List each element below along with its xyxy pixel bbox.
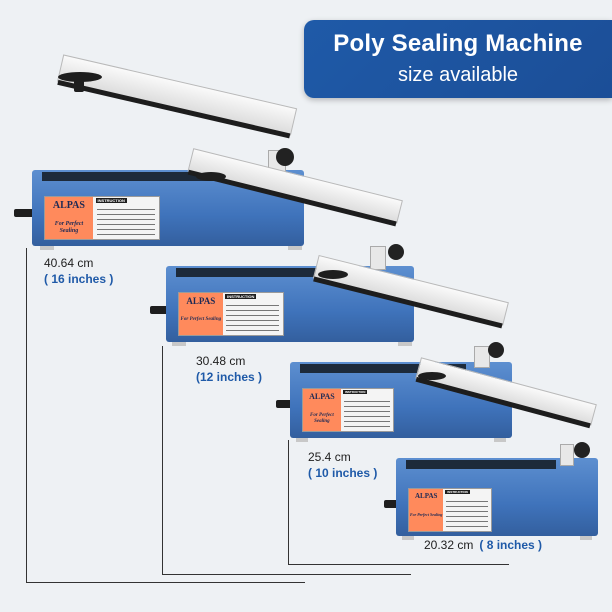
pivot-screw — [388, 244, 404, 260]
instruction-heading: INSTRUCTION — [225, 294, 257, 300]
instruction-line — [226, 329, 280, 331]
instruction-line — [226, 304, 280, 306]
sealing-slot — [406, 460, 556, 469]
instruction-line — [226, 314, 280, 316]
handle-knob — [58, 72, 102, 82]
machine-foot — [296, 438, 308, 442]
machine-foot — [288, 246, 302, 250]
instruction-line — [96, 208, 156, 210]
size-label-16: 40.64 cm ( 16 inches ) — [44, 256, 113, 286]
banner-title: Poly Sealing Machine — [333, 30, 583, 57]
dimension-line-12 — [162, 346, 411, 575]
sealing-slot — [176, 268, 362, 277]
brand-label-panel: ALPAS For Perfect Sealing INSTRUCTION — [302, 388, 394, 432]
brand-label-panel: ALPAS For Perfect Sealing INSTRUCTION — [178, 292, 284, 336]
pivot-screw — [276, 148, 294, 166]
side-lever — [276, 400, 292, 408]
instruction-line — [446, 510, 489, 512]
sealing-slot — [42, 172, 248, 181]
brand-label-panel: ALPAS For Perfect Sealing INSTRUCTION — [44, 196, 160, 240]
instruction-line — [446, 500, 489, 502]
machine-foot — [494, 438, 506, 442]
brand-tagline: For Perfect Sealing — [180, 317, 222, 323]
brand-tagline: For Perfect Sealing — [54, 221, 84, 234]
size-inches: (12 inches ) — [196, 370, 263, 384]
instruction-line — [226, 324, 280, 326]
instruction-section: INSTRUCTION — [340, 389, 393, 431]
instruction-line — [96, 228, 156, 230]
instruction-line — [96, 213, 156, 215]
size-inches: ( 16 inches ) — [44, 272, 114, 286]
instruction-section: INSTRUCTION — [443, 489, 491, 531]
sealing-arm — [57, 54, 298, 139]
instruction-line — [343, 405, 390, 407]
side-lever — [150, 306, 168, 314]
size-inches: ( 10 inches ) — [308, 466, 378, 480]
instruction-line — [446, 520, 489, 522]
side-lever — [384, 500, 398, 508]
instruction-line — [343, 425, 390, 427]
machine-foot — [402, 536, 414, 540]
size-cm: 25.4 cm — [308, 450, 351, 464]
arm-hinge — [370, 246, 386, 270]
size-label-10: 25.4 cm ( 10 inches ) — [308, 450, 377, 480]
brand-label-panel: ALPAS For Perfect Sealing INSTRUCTION — [408, 488, 492, 532]
dimension-line-16 — [26, 248, 305, 583]
size-cm: 40.64 cm — [44, 256, 94, 270]
instruction-line — [343, 415, 390, 417]
brand-section: ALPAS For Perfect Sealing — [179, 293, 223, 335]
handle-knob — [418, 372, 446, 380]
brand-section: ALPAS For Perfect Sealing — [409, 489, 444, 531]
pivot-screw — [488, 342, 504, 358]
heating-strip — [57, 79, 291, 139]
handle-knob-stem — [74, 78, 84, 92]
machine-foot — [580, 536, 592, 540]
brand-tagline: For Perfect Sealing — [310, 413, 334, 424]
arm-hinge — [560, 444, 574, 466]
brand-name: ALPAS — [52, 200, 85, 212]
instruction-heading: INSTRUCTION — [445, 490, 470, 495]
size-cm: 30.48 cm — [196, 354, 246, 368]
brand-name: ALPAS — [186, 296, 216, 307]
side-lever — [14, 209, 34, 217]
pivot-screw — [574, 442, 590, 458]
size-label-8: 20.32 cm ( 8 inches ) — [424, 538, 542, 552]
instruction-line — [446, 505, 489, 507]
instruction-line — [96, 233, 156, 235]
brand-section: ALPAS For Perfect Sealing — [45, 197, 93, 239]
dimension-line-10 — [288, 440, 509, 565]
title-banner: Poly Sealing Machine size available — [304, 20, 612, 98]
size-label-12: 30.48 cm (12 inches ) — [196, 354, 262, 384]
instruction-line — [343, 410, 390, 412]
instruction-line — [446, 525, 489, 527]
instruction-line — [96, 223, 156, 225]
instruction-line — [343, 420, 390, 422]
machine-foot — [172, 342, 186, 346]
sealing-slot — [300, 364, 466, 373]
arm-hinge — [474, 346, 490, 368]
machine-foot — [40, 246, 54, 250]
size-cm: 20.32 cm — [424, 538, 474, 552]
banner-subtitle: size available — [397, 64, 519, 86]
brand-section: ALPAS For Perfect Sealing — [303, 389, 341, 431]
handle-knob — [196, 172, 226, 181]
instruction-section: INSTRUCTION — [222, 293, 283, 335]
instruction-section: INSTRUCTION — [92, 197, 159, 239]
instruction-line — [446, 515, 489, 517]
size-inches: ( 8 inches ) — [479, 538, 543, 552]
instruction-line — [226, 309, 280, 311]
brand-tagline: For Perfect Sealing — [409, 512, 443, 518]
instruction-line — [226, 319, 280, 321]
machine-foot — [398, 342, 412, 346]
brand-name: ALPAS — [415, 492, 438, 501]
instruction-line — [96, 218, 156, 220]
instruction-line — [343, 400, 390, 402]
instruction-heading: INSTRUCTION — [95, 198, 127, 204]
brand-name: ALPAS — [309, 392, 335, 402]
handle-knob — [318, 270, 348, 279]
instruction-heading: INSTRUCTION — [342, 390, 368, 395]
